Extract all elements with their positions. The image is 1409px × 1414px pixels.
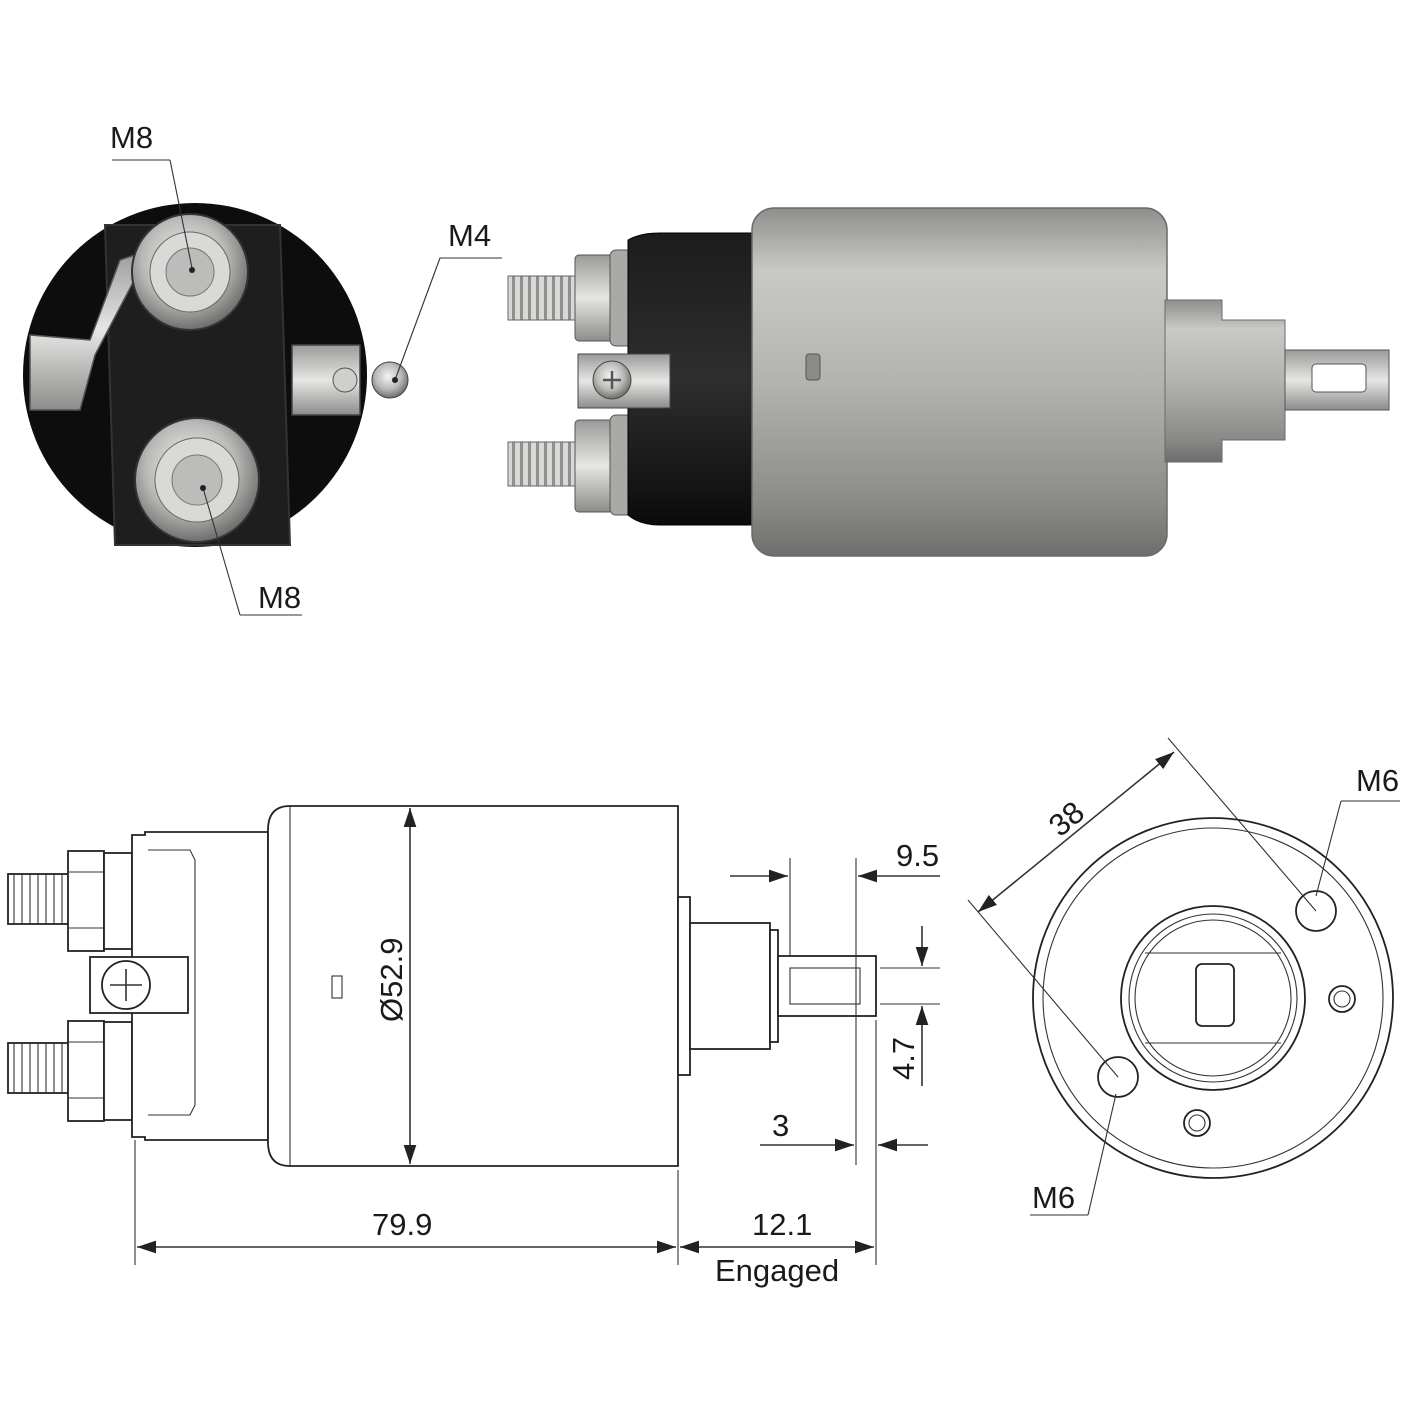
upper-nut (574, 254, 614, 342)
bottom-m8-stud (134, 417, 260, 543)
upper-washer (103, 852, 133, 950)
upper-stud-thread (507, 275, 581, 321)
bore-slot (1195, 963, 1235, 1027)
dim-bolt-spacing: 38 (1042, 794, 1091, 843)
dim-diameter: Ø52.9 (374, 938, 409, 1022)
callout-m6-bottom: M6 (1032, 1180, 1075, 1215)
end-view-photo: M8 M4 M8 (23, 120, 502, 616)
lower-hex-nut (67, 1020, 105, 1122)
m4-screw (371, 361, 409, 399)
drawing-tab (777, 955, 877, 1017)
nose-flange (677, 896, 691, 1076)
callout-m6-top: M6 (1356, 763, 1399, 798)
lower-stud-thread (507, 441, 581, 487)
dim-tab-offset: 3 (772, 1108, 789, 1143)
side-drawing: Ø52.9 79.9 12.1 Engaged 9.5 4.7 3 (7, 805, 940, 1288)
callout-m4: M4 (448, 218, 491, 253)
nose-body (689, 922, 771, 1050)
dim-engaged: Engaged (715, 1253, 839, 1288)
callout-m8-bottom: M8 (258, 580, 301, 615)
plunger-nose (1164, 299, 1286, 463)
lower-nut (574, 419, 614, 513)
dim-travel: 12.1 (752, 1207, 812, 1242)
end-drawing: 38 M6 M6 (967, 737, 1400, 1216)
dim-tab-slot: 4.7 (886, 1037, 921, 1080)
side-view-photo (507, 207, 1390, 557)
solenoid-housing (751, 207, 1168, 557)
upper-hex-nut (67, 850, 105, 952)
upper-stud (7, 873, 71, 925)
terminal-strap (29, 248, 152, 411)
lower-stud (7, 1042, 71, 1094)
lower-washer (103, 1021, 133, 1121)
callout-m8-top: M8 (110, 120, 153, 155)
dim-tab-length: 9.5 (896, 838, 939, 873)
dim-body-length: 79.9 (372, 1207, 432, 1242)
housing-outline (267, 805, 679, 1167)
